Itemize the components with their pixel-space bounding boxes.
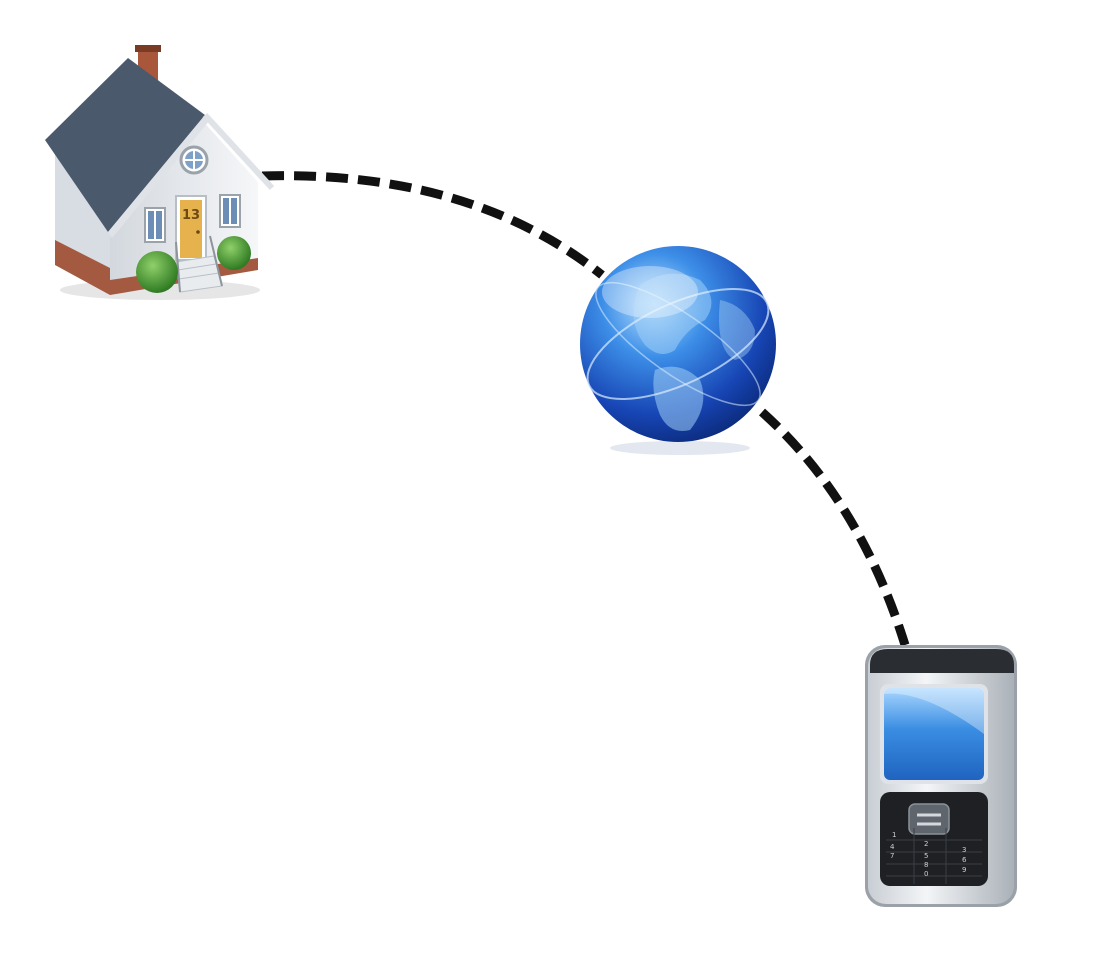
connector-home-internet (261, 171, 605, 279)
bush-left (136, 251, 178, 293)
key-1: 1 (892, 831, 896, 839)
key-8: 8 (924, 861, 928, 869)
mobile-phone-icon: 1 2 3 4 5 6 7 8 9 0 (865, 645, 1017, 907)
house-icon: 13 (45, 45, 275, 300)
key-9: 9 (962, 866, 966, 874)
key-2: 2 (924, 840, 928, 848)
bush-right (217, 236, 251, 270)
house-number: 13 (182, 208, 200, 223)
keypad (880, 792, 988, 886)
connector-internet-mobile (758, 408, 910, 647)
globe-icon (580, 246, 776, 455)
key-5: 5 (924, 852, 928, 860)
key-0: 0 (924, 870, 928, 878)
key-6: 6 (962, 856, 967, 864)
key-4: 4 (890, 843, 895, 851)
key-3: 3 (962, 846, 966, 854)
key-7: 7 (890, 852, 894, 860)
nav-button (908, 803, 950, 835)
